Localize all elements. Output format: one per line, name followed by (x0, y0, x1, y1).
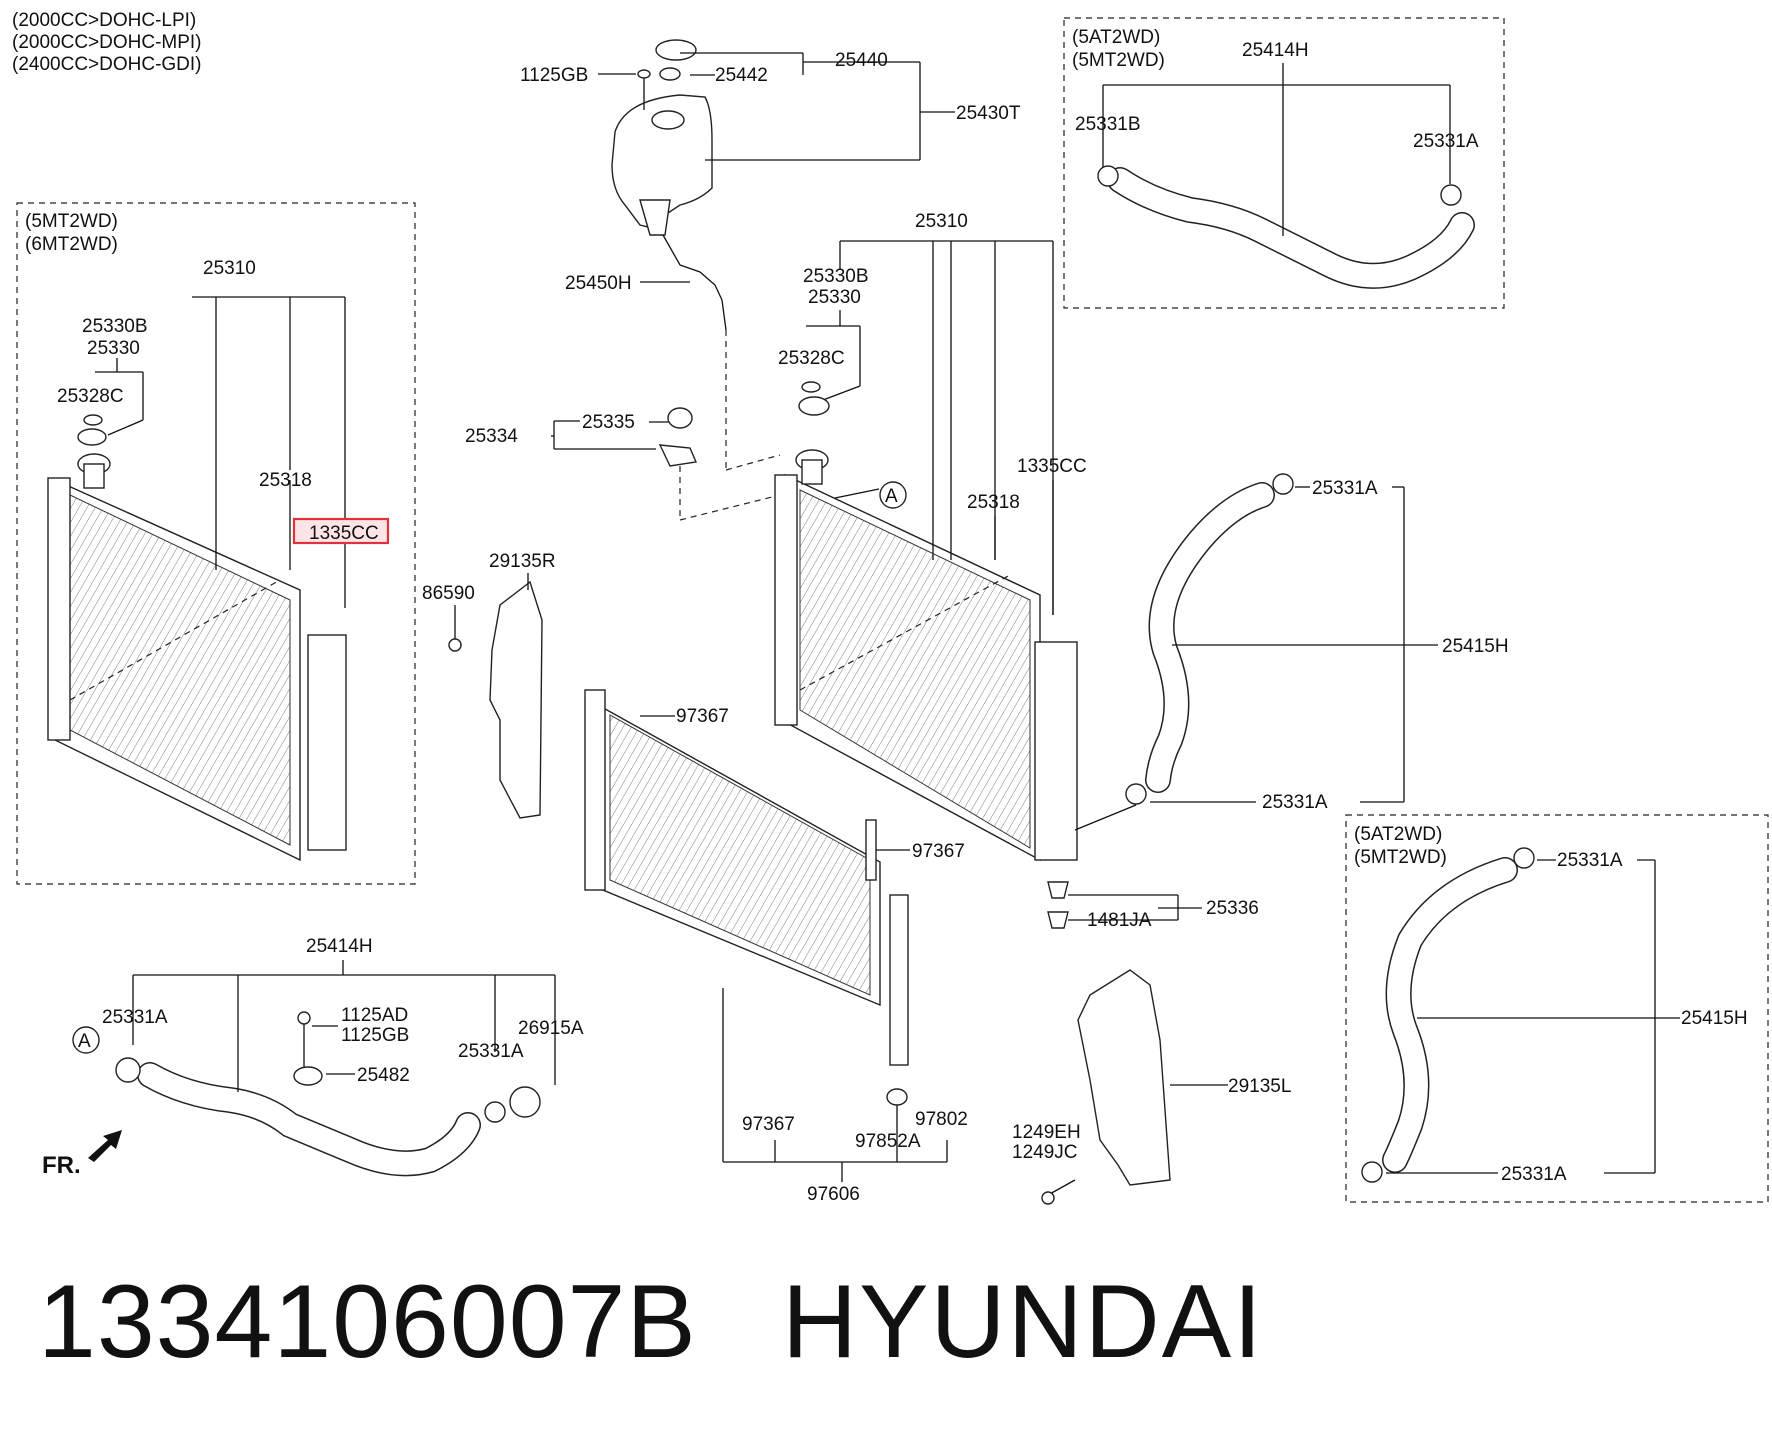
brand-name: HYUNDAI (782, 1264, 1265, 1380)
part-label: 25330B (82, 316, 148, 337)
highlight-box (292, 517, 390, 545)
part-label: 25318 (967, 492, 1020, 513)
box-note: (5MT2WD) (1072, 50, 1165, 71)
radiator-center (774, 449, 1078, 862)
part-label: 1481JA (1087, 910, 1152, 931)
part-label: 29135L (1228, 1076, 1291, 1097)
part-label: 1249JC (1012, 1142, 1078, 1163)
box-note: (5AT2WD) (1354, 824, 1442, 845)
condenser (584, 689, 909, 1066)
part-label: 1335CC (1017, 456, 1087, 477)
part-label: 1249EH (1012, 1122, 1081, 1143)
part-label: 25310 (203, 258, 256, 279)
front-marker: FR. (42, 1152, 81, 1179)
radiator-left (47, 453, 347, 862)
engine-note: (2000CC>DOHC-MPI) (12, 32, 202, 53)
part-label: 25331A (1312, 478, 1378, 499)
callout-label: A (78, 1031, 91, 1052)
part-label: 25414H (1242, 40, 1309, 61)
part-label: 1125GB (341, 1025, 409, 1046)
engine-note: (2400CC>DOHC-GDI) (12, 54, 202, 75)
part-label: 25331A (102, 1007, 168, 1028)
part-label: 25330 (87, 338, 140, 359)
part-label: 25330B (803, 266, 869, 287)
box-note: (5MT2WD) (25, 211, 118, 232)
callout-label: A (885, 486, 898, 507)
part-label: 25335 (582, 412, 635, 433)
part-label: 97802 (915, 1109, 968, 1130)
part-label: 25331A (1262, 792, 1328, 813)
part-label: 86590 (422, 583, 475, 604)
box-note: (5AT2WD) (1072, 27, 1160, 48)
part-label: 25331A (458, 1041, 524, 1062)
box-note: (5MT2WD) (1354, 847, 1447, 868)
left-variant-box (16, 202, 416, 885)
highlighted-part-label: 1335CC (309, 523, 379, 544)
part-label: 26915A (518, 1018, 584, 1039)
part-label: 25334 (465, 426, 518, 447)
box-note: (6MT2WD) (25, 234, 118, 255)
bottom-right-variant-box (1345, 814, 1769, 1203)
part-label: 25318 (259, 470, 312, 491)
air-guard-left (1077, 969, 1171, 1186)
callout-circle (72, 1026, 100, 1054)
part-label: 25415H (1442, 636, 1509, 657)
callout-circle (879, 481, 907, 509)
part-label: 97367 (912, 841, 965, 862)
part-label: 25331B (1075, 114, 1141, 135)
part-label: 25331A (1413, 131, 1479, 152)
part-label: 25336 (1206, 898, 1259, 919)
part-label: 25482 (357, 1065, 410, 1086)
part-label: 1125AD (341, 1005, 408, 1026)
part-label: 25415H (1681, 1008, 1748, 1029)
part-label: 25440 (835, 50, 888, 71)
part-label: 29135R (489, 551, 556, 572)
part-number: 1334106007B (38, 1264, 697, 1380)
part-label: 25442 (715, 65, 768, 86)
part-label: 25450H (565, 273, 632, 294)
part-label: 25331A (1501, 1164, 1567, 1185)
part-label: 25430T (956, 103, 1021, 124)
front-arrow-icon (88, 1130, 122, 1162)
part-label: 25310 (915, 211, 968, 232)
part-label: 97606 (807, 1184, 860, 1205)
part-label: 1125GB (520, 65, 588, 86)
part-label: 97852A (855, 1131, 921, 1152)
engine-note: (2000CC>DOHC-LPI) (12, 10, 196, 31)
top-right-variant-box (1063, 17, 1505, 309)
part-label: 25328C (57, 386, 124, 407)
part-label: 25331A (1557, 850, 1623, 871)
part-label: 25328C (778, 348, 845, 369)
coolant-reservoir (611, 39, 713, 236)
part-label: 25330 (808, 287, 861, 308)
part-label: 97367 (742, 1114, 795, 1135)
part-label: 25414H (306, 936, 373, 957)
part-label: 97367 (676, 706, 729, 727)
air-guard-right (489, 580, 543, 819)
